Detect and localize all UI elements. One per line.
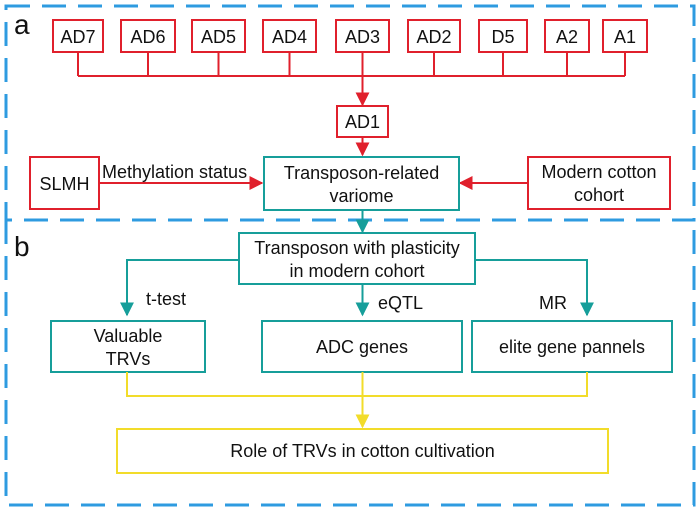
genome-label-ad4: AD4 <box>272 27 307 47</box>
yellow-connectors <box>126 372 588 429</box>
genome-box-ad6 <box>120 19 176 53</box>
genome-connectors <box>77 52 626 107</box>
elite-gene-box <box>471 320 673 373</box>
eqtl-label: eQTL <box>378 293 423 313</box>
genome-label-ad3: AD3 <box>345 27 380 47</box>
panel-borders <box>4 4 696 507</box>
adc-genes-label: ADC genes <box>316 337 408 357</box>
genome-label-ad6: AD6 <box>130 27 165 47</box>
branch-arrows <box>120 259 594 317</box>
panel-a-label: a <box>14 9 30 40</box>
modern-cohort-line1: Modern cotton <box>541 162 656 182</box>
valuable-line2: TRVs <box>106 349 151 369</box>
genome-label-d5: D5 <box>491 27 514 47</box>
variome-line2: variome <box>329 186 393 206</box>
methylation-label: Methylation status <box>102 162 247 182</box>
genome-label-a1: A1 <box>614 27 636 47</box>
ad1-label: AD1 <box>345 112 380 132</box>
genome-label-ad7: AD7 <box>60 27 95 47</box>
elite-gene-label: elite gene pannels <box>499 337 645 357</box>
adc-genes-box <box>261 320 463 373</box>
variome-box <box>263 156 460 211</box>
panel-b-border <box>4 220 696 507</box>
valuable-line1: Valuable <box>94 326 163 346</box>
genome-box-ad2 <box>407 19 461 53</box>
genome-box-ad3 <box>335 19 390 53</box>
modern-cohort-box <box>527 156 671 210</box>
plasticity-line2: in modern cohort <box>289 261 424 281</box>
panel-b-label: b <box>14 231 30 262</box>
genome-label-ad5: AD5 <box>201 27 236 47</box>
plasticity-box <box>238 232 476 285</box>
panel-a-border <box>4 4 696 222</box>
slmh-label: SLMH <box>39 174 89 194</box>
branch-left <box>120 259 239 317</box>
ttest-label: t-test <box>146 289 186 309</box>
mr-label: MR <box>539 293 567 313</box>
branch-right <box>475 259 594 317</box>
genome-box-a2 <box>544 19 590 53</box>
modern-cohort-line2: cohort <box>574 185 624 205</box>
role-label: Role of TRVs in cotton cultivation <box>230 441 494 461</box>
variome-line1: Transposon-related <box>284 163 439 183</box>
genome-labels: AD7 AD6 AD5 AD4 AD3 AD2 D5 A2 A1 <box>60 27 636 47</box>
genome-label-ad2: AD2 <box>416 27 451 47</box>
genome-box-d5 <box>478 19 528 53</box>
genome-box-a1 <box>602 19 648 53</box>
plasticity-line1: Transposon with plasticity <box>254 238 459 258</box>
genome-label-a2: A2 <box>556 27 578 47</box>
role-box <box>116 428 609 474</box>
